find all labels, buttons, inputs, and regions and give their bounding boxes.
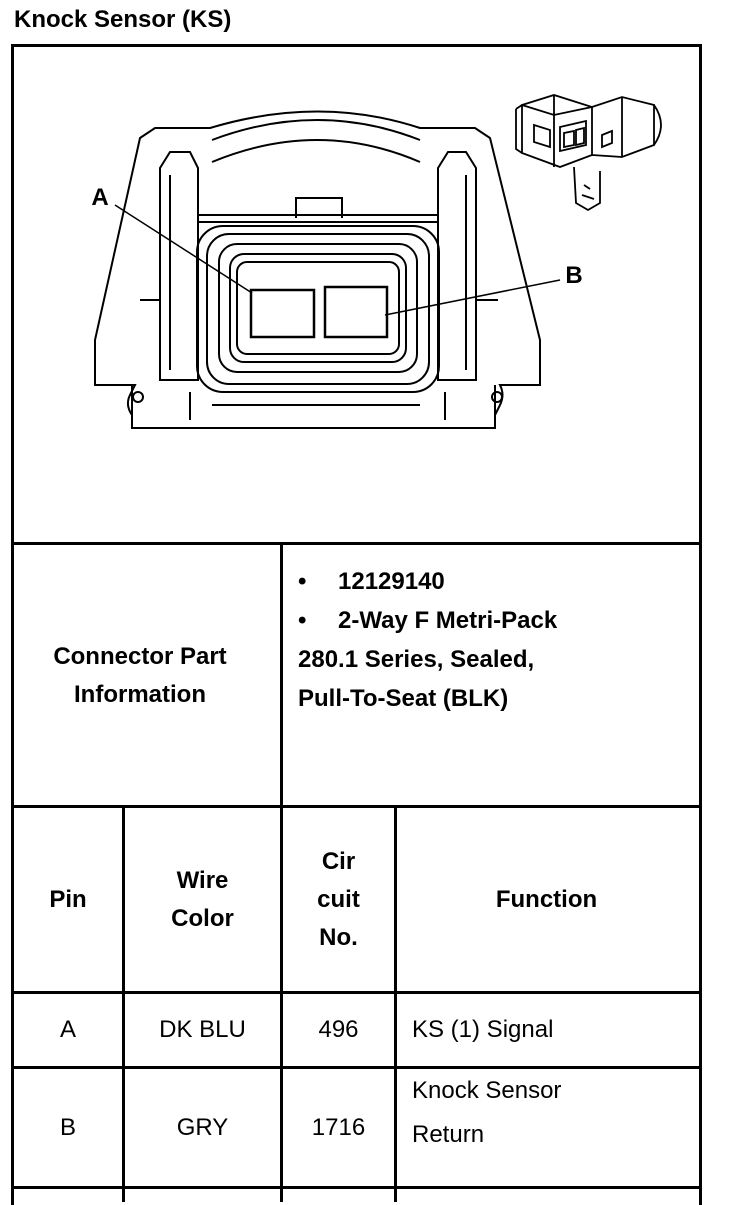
row-b-wire-color: GRY bbox=[176, 1113, 229, 1141]
divider bbox=[394, 805, 397, 1202]
header-wire-color: Wire Color bbox=[125, 808, 280, 991]
header-circuit-no: Cir cuit No. bbox=[283, 808, 394, 991]
row-a-circuit: 496 bbox=[318, 1016, 359, 1043]
divider bbox=[11, 542, 702, 545]
connector-face-diagram bbox=[94, 110, 561, 429]
divider bbox=[11, 991, 702, 994]
row-b-pin: B bbox=[59, 1113, 76, 1141]
label-line-1: Connector Part bbox=[53, 643, 227, 670]
desc-text-1: 2-Way F Metri-Pack bbox=[338, 607, 558, 634]
row-b-function: Knock Sensor Return bbox=[412, 1069, 696, 1186]
header-circuit-2: cuit bbox=[317, 885, 360, 913]
part-number-line: • 12129140 bbox=[298, 562, 557, 601]
row-b-function-1: Knock Sensor bbox=[412, 1077, 562, 1104]
row-a-pin: A bbox=[59, 1016, 76, 1043]
divider bbox=[11, 1066, 702, 1069]
callout-label-b: B bbox=[565, 262, 583, 289]
connector-part-details: • 12129140 • 2-Way F Metri-Pack 280.1 Seri… bbox=[298, 562, 557, 718]
page-title: Knock Sensor (KS) bbox=[14, 6, 232, 33]
divider bbox=[11, 1186, 702, 1189]
desc-line-1: • 2-Way F Metri-Pack bbox=[298, 601, 557, 640]
header-circuit-1: Cir bbox=[321, 847, 356, 875]
header-wire-color-1: Wire bbox=[176, 866, 229, 894]
header-circuit-3: No. bbox=[319, 923, 358, 951]
divider bbox=[122, 805, 125, 1202]
label-line-2: Information bbox=[74, 681, 206, 708]
connector-isometric-view bbox=[515, 94, 662, 212]
header-pin: Pin bbox=[49, 885, 87, 913]
bullet: • bbox=[298, 568, 307, 595]
row-a-wire-color: DK BLU bbox=[159, 1016, 246, 1043]
header-wire-color-2: Color bbox=[171, 904, 234, 932]
desc-line-2: 280.1 Series, Sealed, bbox=[298, 646, 535, 673]
part-number: 12129140 bbox=[338, 568, 445, 595]
connector-part-info-label: Connector Part Information bbox=[14, 636, 266, 716]
row-a-function: KS (1) Signal bbox=[412, 1016, 554, 1043]
connector-table-frame bbox=[11, 44, 702, 1205]
desc-line-3: Pull-To-Seat (BLK) bbox=[298, 685, 509, 712]
divider bbox=[280, 542, 283, 808]
row-b-circuit: 1716 bbox=[311, 1113, 366, 1141]
bullet: • bbox=[298, 607, 307, 634]
divider bbox=[280, 805, 283, 1202]
callout-label-a: A bbox=[91, 184, 109, 211]
divider bbox=[11, 805, 702, 808]
row-b-function-2: Return bbox=[412, 1121, 485, 1148]
header-function: Function bbox=[495, 885, 598, 913]
